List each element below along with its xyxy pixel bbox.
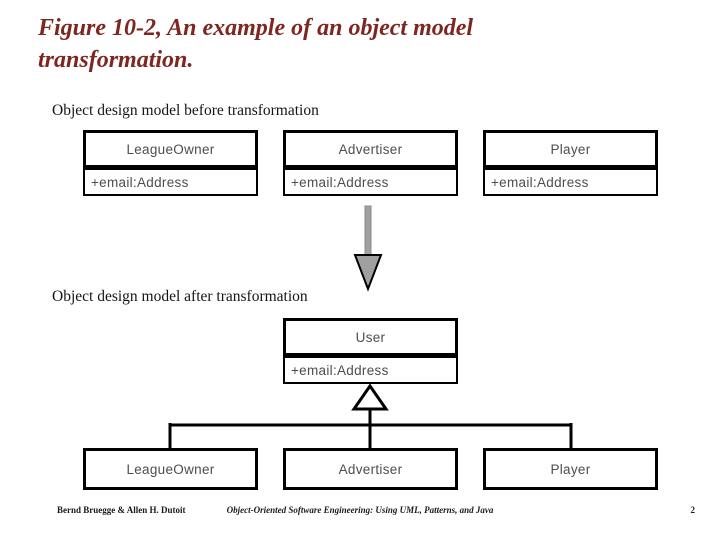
inheritance-connector xyxy=(168,383,573,449)
inheritance-triangle-icon xyxy=(351,383,389,411)
footer-book-title: Object-Oriented Software Engineering: Us… xyxy=(226,505,494,515)
class-attribute: +email:Address xyxy=(483,168,658,196)
slide-footer: Bernd Bruegge & Allen H. Dutoit Object-O… xyxy=(0,505,720,521)
class-attribute: +email:Address xyxy=(283,356,458,384)
class-name: Advertiser xyxy=(283,130,458,168)
footer-page-number: 2 xyxy=(690,505,696,515)
class-box-player-after: Player xyxy=(483,448,658,490)
footer-authors: Bernd Bruegge & Allen H. Dutoit xyxy=(57,505,186,515)
after-section-label: Object design model after transformation xyxy=(52,288,308,305)
class-box-player-before: Player +email:Address xyxy=(483,130,658,196)
class-attribute: +email:Address xyxy=(283,168,458,196)
class-attribute: +email:Address xyxy=(83,168,258,196)
class-box-leagueowner-before: LeagueOwner +email:Address xyxy=(83,130,258,196)
class-name: Player xyxy=(483,130,658,168)
page-title-line2: transformation. xyxy=(38,47,194,73)
page-title-line1: Figure 10-2, An example of an object mod… xyxy=(38,15,474,41)
before-section-label: Object design model before transformatio… xyxy=(52,102,319,119)
class-box-user: User +email:Address xyxy=(283,318,458,384)
class-name: User xyxy=(283,318,458,356)
page-title: Figure 10-2, An example of an object mod… xyxy=(38,12,638,76)
class-name: LeagueOwner xyxy=(83,130,258,168)
class-box-leagueowner-after: LeagueOwner xyxy=(83,448,258,490)
class-box-advertiser-before: Advertiser +email:Address xyxy=(283,130,458,196)
class-box-advertiser-after: Advertiser xyxy=(283,448,458,490)
transformation-arrow-icon xyxy=(353,205,383,292)
